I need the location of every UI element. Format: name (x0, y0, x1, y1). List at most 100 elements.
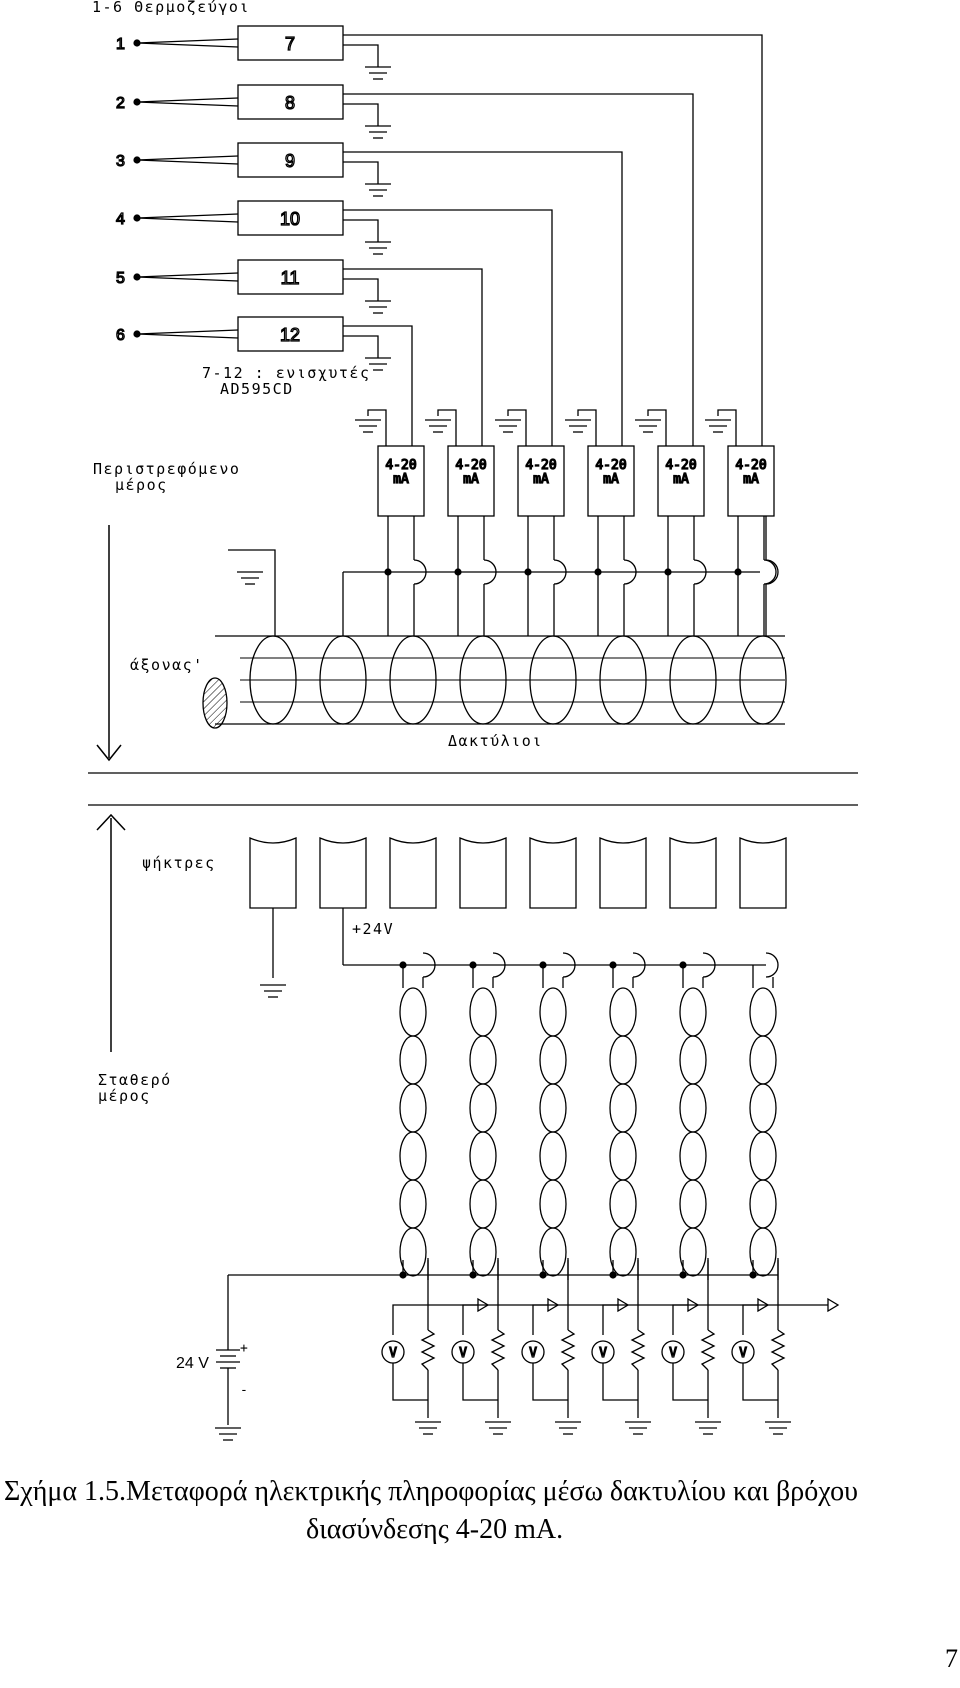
cable-twist (469, 1227, 497, 1277)
transmitter-box (377, 445, 425, 517)
thermocouples-label: 1-6 Θερμοζεύγοι (92, 0, 250, 16)
signal-trunk (343, 93, 694, 446)
battery-plus: + (240, 1341, 248, 1356)
figure-caption-line1: Σχήμα 1.5.Μεταφορά ηλεκτρικής πληροφορία… (4, 1476, 858, 1507)
transmitter-box (517, 445, 565, 517)
ground-symbol (555, 1421, 581, 1435)
ground-symbol (355, 419, 381, 433)
circuit-diagram: 1-6 Θερμοζεύγοι 7-12 : ενισχυτές AD595CD… (88, 0, 858, 1441)
ground-symbol (365, 241, 391, 255)
transmitter-ground-wire (647, 409, 667, 446)
slip-ring-6 (599, 635, 647, 725)
slip-ring-3 (389, 635, 437, 725)
meter-wire (602, 1363, 638, 1401)
ground-symbol (260, 984, 286, 998)
thermocouple-wire (136, 333, 239, 339)
transmitter-ground-wire (507, 409, 527, 446)
slip-ring-5 (529, 635, 577, 725)
transmitter-range: 4-20 (455, 458, 486, 473)
cable-twist (539, 1227, 567, 1277)
resistor-icon (420, 1329, 436, 1371)
cable-twist (399, 1083, 427, 1133)
amplifier-number: 7 (285, 34, 295, 54)
slip-ring-1 (249, 635, 297, 725)
transmitter-unit: mA (603, 472, 619, 487)
cable-twist (749, 1131, 777, 1181)
wire-crossover (413, 559, 427, 585)
brush-6 (599, 837, 647, 909)
cable-twist (539, 1179, 567, 1229)
cable-twist (749, 987, 777, 1037)
amplifier-number: 10 (280, 209, 300, 229)
transmitter-unit: mA (743, 472, 759, 487)
ground-symbol (495, 419, 521, 433)
cable-twist (539, 987, 567, 1037)
resistor-icon (770, 1329, 786, 1371)
amplifier-box (237, 25, 344, 61)
cable-5 (679, 965, 707, 1277)
axis-label: άξονας' (130, 656, 204, 674)
meter-wire (672, 1304, 708, 1335)
transmitter-range: 4-20 (385, 458, 416, 473)
cable-twist (399, 1131, 427, 1181)
cable-twist (679, 1035, 707, 1085)
signal-trunk (343, 325, 413, 446)
brush-shape (319, 837, 367, 909)
ground-brush-wire (228, 549, 276, 636)
cable-twist (399, 1035, 427, 1085)
slip-rings (202, 635, 787, 729)
transmitter-box (447, 445, 495, 517)
ground-symbol (365, 300, 391, 314)
amplifier-ground-wire (343, 219, 379, 242)
battery-24v (216, 1275, 240, 1425)
meter-wire (672, 1363, 708, 1401)
meter-wire (392, 1304, 428, 1335)
amplifier-number: 11 (281, 268, 300, 288)
amplifier-number: 8 (285, 93, 295, 113)
cable-twist (539, 1131, 567, 1181)
amplifier-box (237, 142, 344, 178)
rotating-bus (228, 516, 779, 636)
amplifier-ground-wire (343, 44, 379, 67)
thermocouple-wire (136, 159, 239, 165)
ground-symbol (237, 571, 263, 585)
wire-crossover (702, 952, 716, 978)
signal-trunk (343, 209, 553, 446)
voltmeter-label: V (739, 1346, 747, 1361)
thermocouple-number: 1 (116, 36, 125, 53)
thermocouple-wire (136, 272, 239, 278)
wire-crossover (693, 559, 707, 585)
fixed-part-label-2: μέρος (98, 1087, 151, 1105)
voltmeter-label: V (529, 1346, 537, 1361)
rotating-arrow (96, 525, 122, 762)
twisted-pair-cables (399, 965, 777, 1277)
cable-twist (749, 1179, 777, 1229)
figure-caption-line2: διασύνδεσης 4-20 mA. (306, 1514, 564, 1545)
cable-twist (749, 1035, 777, 1085)
thermocouple-number: 5 (116, 270, 125, 287)
rotating-part-label-2: μέρος (115, 476, 168, 494)
cable-twist (679, 1179, 707, 1229)
cable-twist (679, 1227, 707, 1277)
transmitter-ground-wire (437, 409, 457, 446)
meter-wire (532, 1363, 568, 1401)
brush-shape (739, 837, 787, 909)
slip-ring-7 (669, 635, 717, 725)
resistor-icon (560, 1329, 576, 1371)
wire-crossover (763, 559, 777, 585)
amplifier-box (237, 316, 344, 352)
ground-symbol (365, 357, 391, 371)
cable-twist (469, 1083, 497, 1133)
thermocouple-wire (136, 42, 239, 48)
wire-crossover (492, 952, 506, 978)
meter-circuit-1: V (381, 1258, 490, 1435)
wire-crossover (483, 559, 497, 585)
thermocouple-wire (136, 155, 239, 161)
voltmeter-label: V (669, 1346, 677, 1361)
amplifier-box (237, 200, 344, 236)
